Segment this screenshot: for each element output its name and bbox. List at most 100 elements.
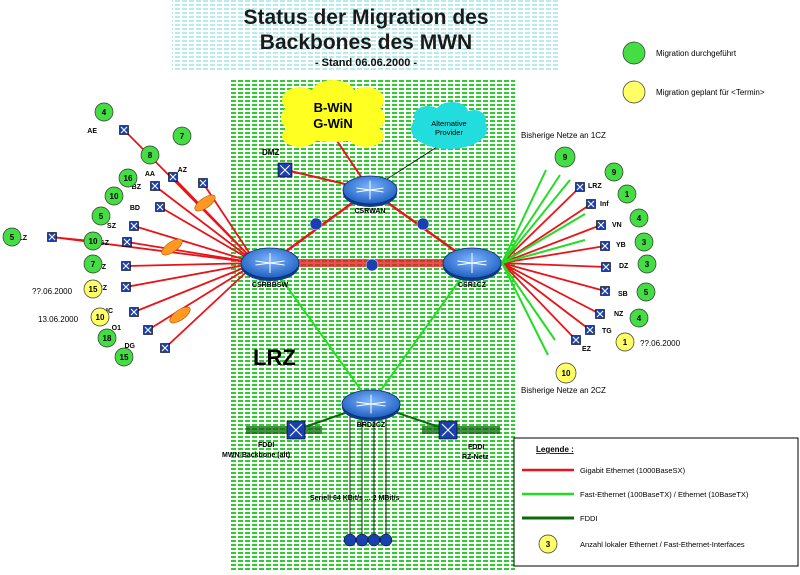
link-right-ez bbox=[501, 262, 577, 341]
svg-text:3: 3 bbox=[645, 260, 650, 269]
count-rz: 15 bbox=[83, 279, 103, 299]
label-lz: LZ bbox=[18, 235, 27, 242]
alternative-provider-cloud: Alternative Provider bbox=[411, 102, 487, 149]
label-inf: Inf bbox=[600, 201, 609, 208]
ic-date-label: 13.06.2000 bbox=[38, 315, 79, 324]
label-bd: BD bbox=[130, 205, 140, 212]
switch-gz bbox=[122, 237, 132, 247]
link-left-dg bbox=[164, 262, 257, 349]
count-lrz: 9 bbox=[604, 162, 624, 182]
link-junction-dot bbox=[416, 217, 430, 231]
switch-lz bbox=[47, 232, 57, 242]
count-inf: 1 bbox=[617, 184, 637, 204]
label-dz: DZ bbox=[619, 263, 629, 270]
label-o1: O1 bbox=[112, 325, 121, 332]
title-line-2: Backbones des MWN bbox=[260, 31, 472, 54]
svg-text:7: 7 bbox=[91, 260, 96, 269]
link-right-fast bbox=[501, 239, 586, 264]
svg-text:10: 10 bbox=[110, 192, 119, 201]
switch-tg bbox=[585, 325, 595, 335]
svg-text:BRD2CZ: BRD2CZ bbox=[357, 422, 386, 429]
svg-text:1: 1 bbox=[623, 338, 628, 347]
svg-text:18: 18 bbox=[103, 334, 112, 343]
count-bd: 10 bbox=[104, 186, 124, 206]
legend-count-example: 3 bbox=[546, 540, 551, 549]
label-ez: EZ bbox=[582, 346, 592, 353]
link-left-bd bbox=[159, 206, 257, 264]
label-bz: BZ bbox=[132, 184, 142, 191]
fddi-right-label-2: RZ-Netz bbox=[462, 454, 489, 461]
title-line-1: Status der Migration des bbox=[243, 6, 488, 29]
bwin-label-2: G-WiN bbox=[313, 116, 353, 131]
dmz-label: DMZ bbox=[262, 148, 279, 157]
switch-dz bbox=[601, 262, 611, 272]
legend-frame bbox=[513, 437, 799, 567]
firewall-icon bbox=[194, 194, 216, 212]
legend-fddi-label: FDDI bbox=[580, 514, 598, 523]
count-dg: 15 bbox=[114, 347, 134, 367]
svg-text:10: 10 bbox=[96, 313, 105, 322]
fddi-right-switch bbox=[438, 420, 458, 440]
link-right-fast bbox=[501, 213, 586, 264]
serial-label: Seriell 64 KBit/s ... 2 MBit/s bbox=[310, 495, 400, 502]
legend-count-swatch bbox=[538, 534, 558, 554]
label-aa: AA bbox=[145, 171, 155, 178]
status-done-label: Migration durchgeführt bbox=[656, 49, 737, 58]
switch-ae bbox=[119, 125, 129, 135]
link-left-lz bbox=[51, 236, 257, 264]
link-junction-dot bbox=[309, 217, 323, 231]
router-csrwan: CSRWAN bbox=[342, 175, 398, 215]
count-o1: 18 bbox=[97, 328, 117, 348]
label-gz: GZ bbox=[99, 240, 109, 247]
serial-endpoint bbox=[343, 533, 357, 547]
legend-box: Legende : Gigabit Ethernet (1000BaseSX) … bbox=[513, 437, 799, 567]
switch-yb bbox=[600, 241, 610, 251]
dmz-switch bbox=[277, 162, 293, 178]
link-left-rz bbox=[125, 262, 257, 288]
label-sz: SZ bbox=[107, 223, 117, 230]
link-right-vn bbox=[501, 224, 602, 264]
count-ae: 4 bbox=[94, 102, 114, 122]
switch-lrz bbox=[575, 182, 585, 192]
link-left-oz bbox=[125, 262, 257, 267]
fddi-left-switch bbox=[286, 420, 306, 440]
count-lz: 5 bbox=[2, 227, 22, 247]
link-csr1cz-brd2cz bbox=[370, 262, 473, 405]
label-ic: IC bbox=[106, 308, 113, 315]
svg-text:CSRWAN: CSRWAN bbox=[355, 208, 386, 215]
count-right-top: 9 bbox=[554, 146, 576, 168]
count-yb: 3 bbox=[634, 232, 654, 252]
count-sb: 5 bbox=[636, 282, 656, 302]
label-vn: VN bbox=[612, 222, 622, 229]
count-oz: 7 bbox=[83, 254, 103, 274]
serial-endpoint bbox=[367, 533, 381, 547]
svg-text:5: 5 bbox=[10, 233, 15, 242]
link-left-aa bbox=[172, 176, 257, 264]
svg-text:3: 3 bbox=[642, 238, 647, 247]
bwin-cloud: B-WiN G-WiN bbox=[281, 80, 385, 147]
label-ae: AE bbox=[87, 128, 97, 135]
label-dg: DG bbox=[125, 343, 136, 350]
lrz-label: LRZ bbox=[253, 345, 296, 370]
switch-inf bbox=[586, 199, 596, 209]
link-right-fast bbox=[501, 169, 547, 264]
count-ic: 10 bbox=[90, 307, 110, 327]
count-gz: 10 bbox=[83, 231, 103, 251]
tg-date-label: ??.06.2000 bbox=[640, 339, 681, 348]
label-az: AZ bbox=[178, 167, 188, 174]
switch-bz bbox=[150, 181, 160, 191]
right-bottom-label: Bisherige Netze an 2CZ bbox=[521, 386, 606, 395]
svg-text:4: 4 bbox=[637, 214, 642, 223]
label-sb: SB bbox=[618, 291, 628, 298]
legend-title: Legende : bbox=[536, 445, 574, 454]
label-nz: NZ bbox=[614, 311, 624, 318]
link-right-tg bbox=[501, 262, 591, 331]
link-left-ic bbox=[133, 262, 257, 313]
label-rz: RZ bbox=[98, 285, 108, 292]
switch-bd bbox=[155, 202, 165, 212]
router-brd2cz: BRD2CZ bbox=[341, 389, 401, 429]
legend-gigabit-label: Gigabit Ethernet (1000BaseSX) bbox=[580, 466, 686, 475]
link-right-fast bbox=[501, 174, 561, 264]
link-right-sb bbox=[501, 262, 606, 292]
